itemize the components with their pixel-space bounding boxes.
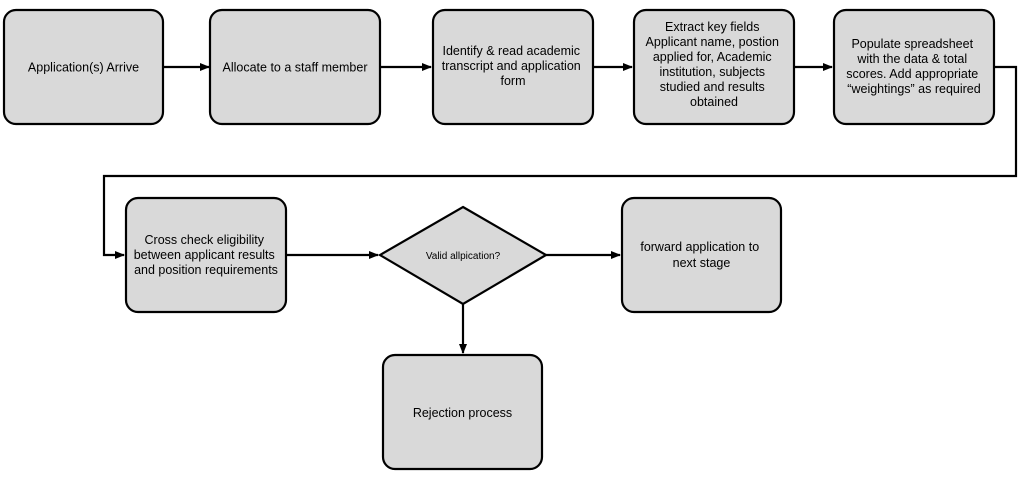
node-allocate: Allocate to a staff member <box>208 8 382 126</box>
node-identify-box <box>431 8 595 126</box>
edges <box>102 63 1018 354</box>
node-extract-label: Extract key fields Applicant name, posti… <box>646 20 783 109</box>
node-reject-box <box>381 353 544 471</box>
node-crosscheck-label: Cross check eligibility between applican… <box>134 233 279 277</box>
node-forward: forward application to next stage <box>620 196 783 314</box>
node-forward-box <box>620 196 783 314</box>
node-allocate-label: Allocate to a staff member <box>223 61 368 75</box>
node-crosscheck-box <box>124 196 288 314</box>
node-populate-box <box>832 8 996 126</box>
edge-populate-to-crosscheck <box>102 65 1018 259</box>
node-extract: Extract key fields Applicant name, posti… <box>632 8 796 126</box>
node-crosscheck: Cross check eligibility between applican… <box>124 196 288 314</box>
node-reject: Rejection process <box>381 353 544 471</box>
node-forward-label: forward application to next stage <box>640 240 762 270</box>
node-valid-diamond <box>377 205 549 306</box>
node-identify-label: Identify & read academic transcript and … <box>442 44 584 88</box>
node-arrive-box <box>2 8 165 126</box>
node-reject-label: Rejection process <box>413 406 512 420</box>
node-allocate-box <box>208 8 382 126</box>
node-valid: Valid allpication? <box>377 205 549 306</box>
node-identify: Identify & read academic transcript and … <box>431 8 595 126</box>
node-populate-label: Populate spreadsheet with the data & tot… <box>846 37 982 96</box>
node-valid-label: Valid allpication? <box>426 251 501 262</box>
node-populate: Populate spreadsheet with the data & tot… <box>832 8 996 126</box>
node-arrive-label: Application(s) Arrive <box>28 61 139 75</box>
node-extract-box <box>632 8 796 126</box>
node-arrive: Application(s) Arrive <box>2 8 165 126</box>
